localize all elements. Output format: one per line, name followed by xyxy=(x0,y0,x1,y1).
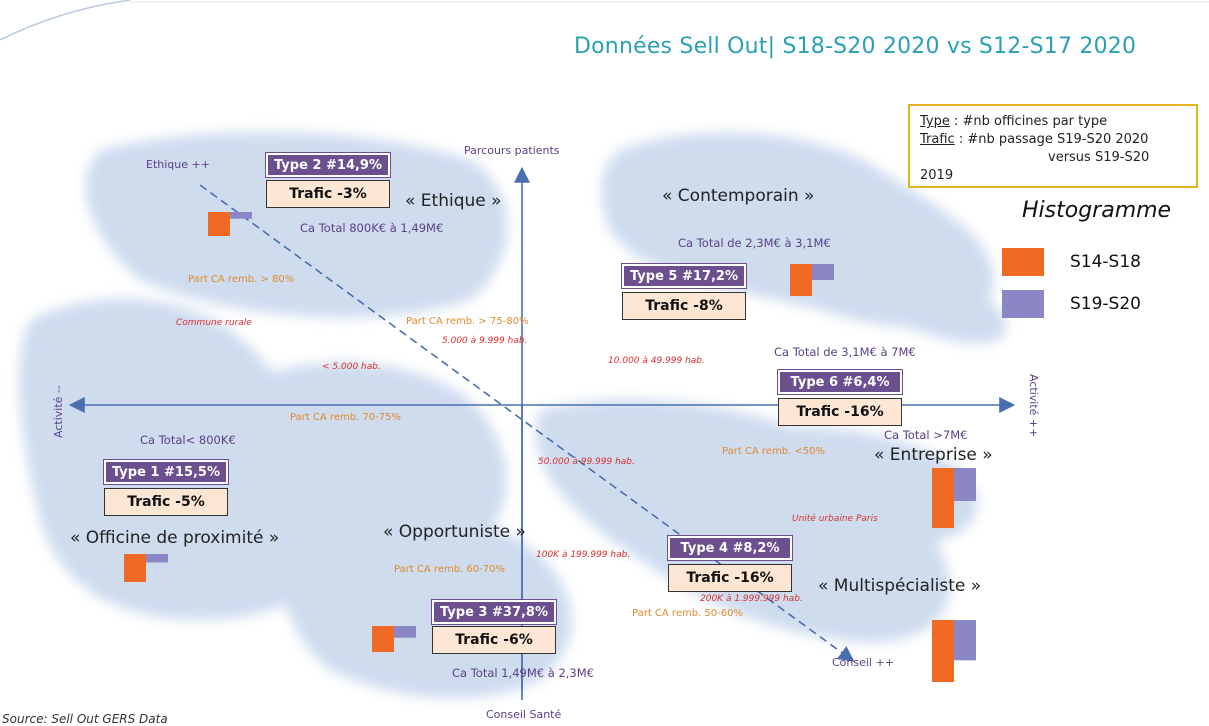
type-4-box: Type 4 #8,2% xyxy=(668,536,792,560)
histogram-bar-type-6-series-2 xyxy=(954,620,976,661)
legend-type-line: Type : #nb officines par type xyxy=(920,114,1107,129)
page-title: Données Sell Out| S18-S20 2020 vs S12-S1… xyxy=(574,34,1137,59)
type-2-box: Type 2 #14,9% xyxy=(266,153,390,177)
histogram-bar-type-1-series-1 xyxy=(208,212,230,236)
annot-part-ca-75-80: Part CA remb. > 75-80% xyxy=(406,316,529,327)
trafic-5-box: Trafic -8% xyxy=(622,292,746,320)
ca-type-6-total: Ca Total >7M€ xyxy=(884,428,968,442)
histogram-bar-type-4-series-1 xyxy=(124,554,146,582)
annot-hab-200k: 200K à 1.999.999 hab. xyxy=(700,594,803,604)
histogram-bar-type-5-series-2 xyxy=(394,626,416,638)
segment-entreprise: « Entreprise » xyxy=(874,445,993,465)
histogram-bar-type-2-series-2 xyxy=(812,264,834,280)
corner-arc xyxy=(0,0,131,41)
legend-line4: 2019 xyxy=(920,168,954,183)
legend-swatch-s14-s18 xyxy=(1002,248,1044,276)
histogram-title: Histogramme xyxy=(1022,198,1172,223)
legend-label-s19-s20: S19-S20 xyxy=(1070,294,1141,314)
ca-type-5: Ca Total de 2,3M€ à 3,1M€ xyxy=(678,236,831,250)
axis-label-top: Parcours patients xyxy=(464,144,560,157)
legend-type-text: : #nb officines par type xyxy=(949,114,1108,129)
ca-type-1: Ca Total< 800K€ xyxy=(140,433,236,447)
legend-trafic-text: : #nb passage S19-S20 2020 xyxy=(954,132,1149,147)
legend-label-s14-s18: S14-S18 xyxy=(1070,252,1141,272)
histogram-bar-type-1-series-2 xyxy=(230,212,252,219)
segment-multispecialiste: « Multispécialiste » xyxy=(818,576,982,596)
legend-type-label: Type xyxy=(920,114,950,129)
axis-label-diag-end: Conseil ++ xyxy=(832,656,894,669)
annot-part-ca-70-75: Part CA remb. 70-75% xyxy=(290,412,401,423)
source-note: Source: Sell Out GERS Data xyxy=(2,712,168,726)
histogram-bar-type-3-series-1 xyxy=(932,468,954,528)
axis-label-diag-start: Ethique ++ xyxy=(146,158,210,171)
histogram-bar-type-3-series-2 xyxy=(954,468,976,501)
annot-part-ca-60-70: Part CA remb. 60-70% xyxy=(394,564,505,575)
trafic-4-box: Trafic -16% xyxy=(668,564,792,592)
annot-commune-rurale: Commune rurale xyxy=(176,318,252,328)
histogram-bar-type-5-series-1 xyxy=(372,626,394,652)
type-1-box: Type 1 #15,5% xyxy=(104,460,228,484)
blob-shapes xyxy=(19,131,1007,699)
segment-ethique: « Ethique » xyxy=(405,191,502,211)
legend-swatch-s19-s20 xyxy=(1002,290,1044,318)
legend-trafic-label: Trafic xyxy=(920,132,955,147)
histogram-bar-type-6-series-1 xyxy=(932,620,954,682)
annot-hab-5000: < 5.000 hab. xyxy=(322,362,381,372)
type-5-box: Type 5 #17,2% xyxy=(622,264,746,288)
segment-opportuniste: « Opportuniste » xyxy=(383,522,526,542)
segment-contemporain: « Contemporain » xyxy=(662,186,815,206)
diagonal-axis xyxy=(199,184,855,662)
type-6-box: Type 6 #6,4% xyxy=(778,370,902,394)
segment-officine-proximite: « Officine de proximité » xyxy=(70,528,280,548)
legend-trafic-line: Trafic : #nb passage S19-S20 2020 xyxy=(920,132,1148,147)
ca-type-3: Ca Total 1,49M€ à 2,3M€ xyxy=(452,666,594,680)
legend-line3: versus S19-S20 xyxy=(1048,150,1150,165)
ca-type-2: Ca Total 800K€ à 1,49M€ xyxy=(300,221,444,235)
histogram-bar-type-4-series-2 xyxy=(146,554,168,563)
ca-type-6: Ca Total de 3,1M€ à 7M€ xyxy=(774,345,916,359)
annot-part-ca-50-60: Part CA remb. 50-60% xyxy=(632,608,743,619)
annot-hab-100k: 100K à 199.999 hab. xyxy=(536,550,631,560)
histogram-bar-type-2-series-1 xyxy=(790,264,812,296)
annot-part-ca-50: Part CA remb. <50% xyxy=(722,446,826,457)
trafic-3-box: Trafic -6% xyxy=(432,626,556,654)
trafic-1-box: Trafic -5% xyxy=(104,488,228,516)
legend-box: Type : #nb officines par type Trafic : #… xyxy=(908,104,1198,188)
annot-hab-10000: 10.000 à 49.999 hab. xyxy=(608,356,705,366)
annot-hab-5000-9999: 5.000 à 9.999 hab. xyxy=(442,336,528,346)
annot-part-ca-80: Part CA remb. > 80% xyxy=(188,274,295,285)
axis-label-bottom: Conseil Santé xyxy=(486,708,562,721)
annot-unite-paris: Unité urbaine Paris xyxy=(792,514,878,524)
annot-hab-50000: 50.000 à 99.999 hab. xyxy=(538,457,635,467)
trafic-6-box: Trafic -16% xyxy=(778,398,902,426)
trafic-2-box: Trafic -3% xyxy=(266,180,390,208)
type-3-box: Type 3 #37,8% xyxy=(432,600,556,624)
